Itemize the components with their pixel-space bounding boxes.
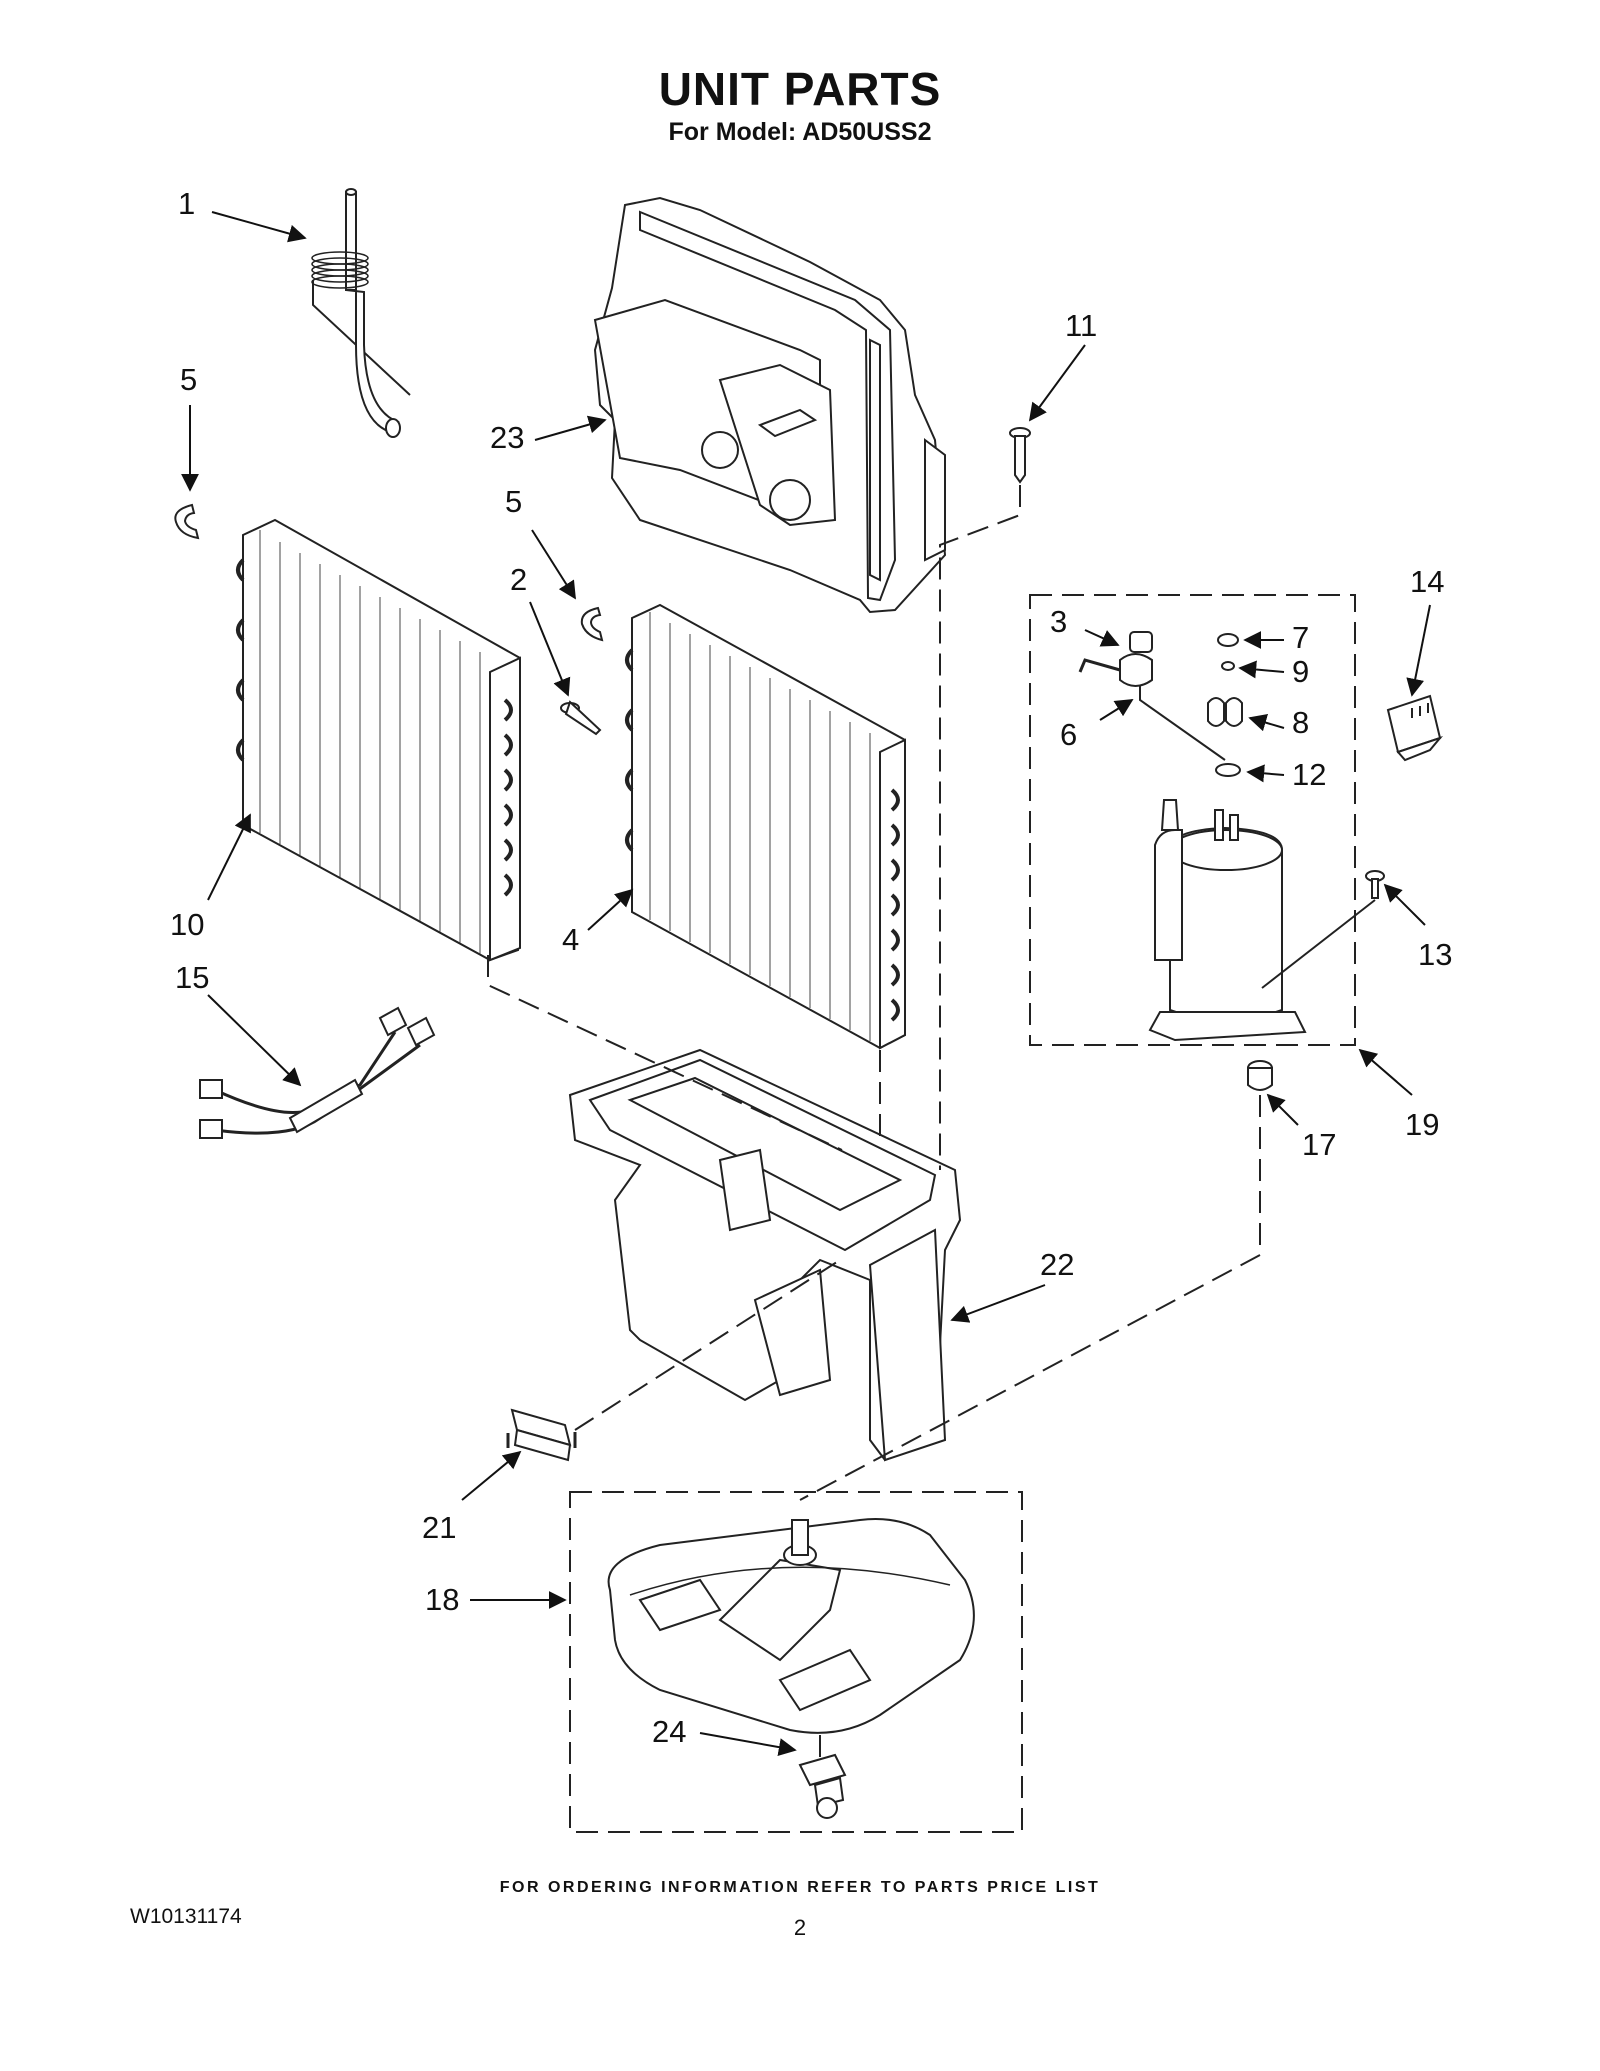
callout-2: 2 <box>510 562 527 597</box>
grommet-part <box>1247 1060 1273 1091</box>
wire-harness-part <box>199 1006 436 1139</box>
callout-18: 18 <box>425 1582 459 1617</box>
callout-21: 21 <box>422 1510 456 1545</box>
callout-12: 12 <box>1292 757 1326 792</box>
evaporator-coil-part <box>625 603 906 1050</box>
callout-24: 24 <box>652 1714 686 1749</box>
callout-11: 11 <box>1065 308 1097 343</box>
assembly-dash-lines <box>487 485 1261 1762</box>
ordering-note: FOR ORDERING INFORMATION REFER TO PARTS … <box>499 1879 1101 1896</box>
callout-leaders <box>181 211 1431 1757</box>
mounting-screw-part <box>1009 427 1031 484</box>
capillary-tube-part <box>311 188 411 438</box>
callout-9: 9 <box>1292 654 1309 689</box>
callout-23: 23 <box>490 420 524 455</box>
callout-6: 6 <box>1060 717 1077 752</box>
callout-10: 10 <box>170 907 204 942</box>
callout-4: 4 <box>562 922 579 957</box>
callout-1: 1 <box>178 186 195 221</box>
callout-5-left: 5 <box>180 362 197 397</box>
base-pan-part <box>569 1491 1023 1833</box>
callout-13: 13 <box>1418 937 1452 972</box>
callout-7: 7 <box>1292 620 1309 655</box>
clip-part-right <box>580 606 604 642</box>
condenser-coil-part <box>236 518 522 962</box>
callout-3: 3 <box>1050 604 1067 639</box>
callout-numbers: 1 2 3 4 5 5 6 7 8 9 10 11 12 13 14 15 17… <box>170 186 1452 1749</box>
capacitor-part <box>1386 694 1444 762</box>
document-number: W10131174 <box>130 1905 242 1928</box>
callout-17: 17 <box>1302 1127 1336 1162</box>
callout-22: 22 <box>1040 1247 1074 1282</box>
fan-shroud-part <box>593 196 947 614</box>
screw-part <box>560 700 602 736</box>
model-subtitle: For Model: AD50USS2 <box>668 118 932 146</box>
switch-part <box>506 1408 577 1462</box>
callout-14: 14 <box>1410 564 1444 599</box>
callout-8: 8 <box>1292 705 1309 740</box>
callout-19: 19 <box>1405 1107 1439 1142</box>
caster-part <box>798 1753 847 1819</box>
compressor-assembly-part <box>1029 594 1385 1046</box>
callout-15: 15 <box>175 960 209 995</box>
clip-part-left <box>174 503 200 540</box>
page-title: UNIT PARTS <box>658 63 942 115</box>
base-housing-part <box>568 1048 962 1462</box>
callout-5-right: 5 <box>505 484 522 519</box>
page-number: 2 <box>793 1915 807 1940</box>
